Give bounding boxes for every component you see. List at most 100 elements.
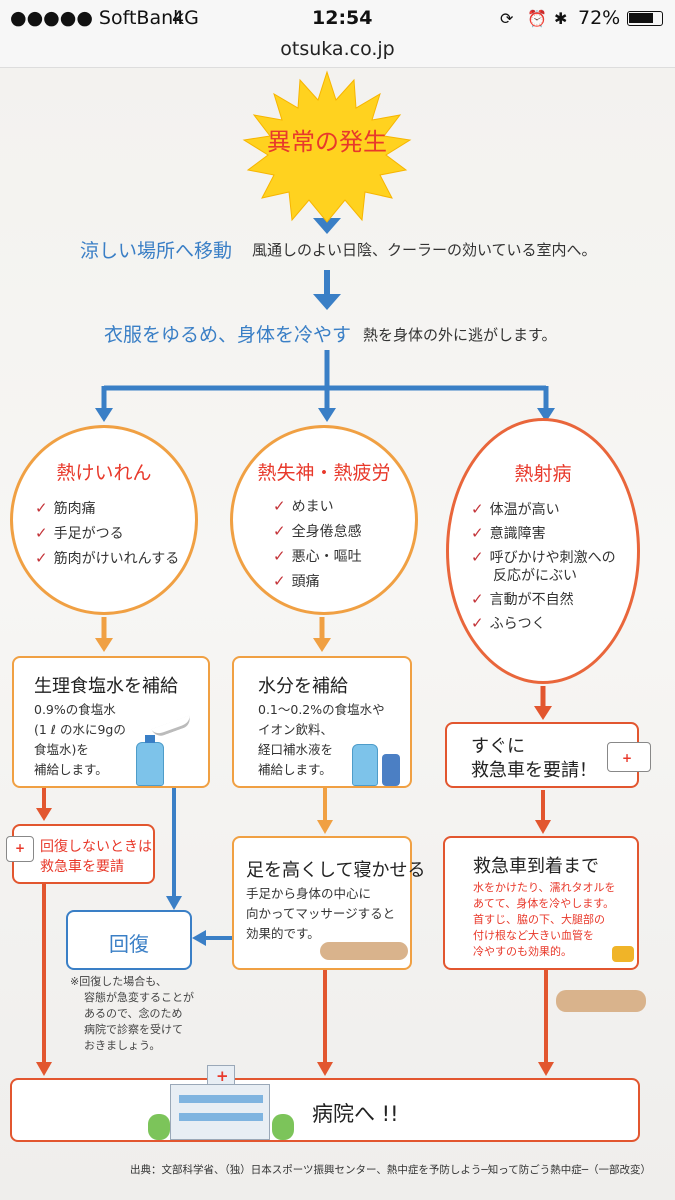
elevate-legs-line: 効果的です。 [246, 926, 320, 941]
heat-stroke-title: 熱射病 [514, 463, 572, 485]
hydration-box: 水分を補給 0.1〜0.2%の食塩水や イオン飲料、 経口補水液を 補給します。 [232, 656, 412, 788]
recovery-note-line: 病院で診察を受けて [84, 1023, 183, 1036]
symptom-item: ✓手足がつる [35, 524, 124, 542]
symptom-item: ✓意識障害 [471, 524, 546, 542]
fallback-line: 救急車を要請 [40, 859, 124, 875]
ambulance-icon: + [607, 742, 651, 772]
check-icon: ✓ [273, 547, 286, 565]
elevate-legs-title: 足を高くして寝かせる [246, 860, 426, 881]
water-bottle-icon [352, 744, 378, 786]
check-icon: ✓ [273, 572, 286, 590]
tree-icon [272, 1114, 294, 1140]
hospital-label: 病院へ !! [312, 1102, 399, 1126]
until-ambulance-line: 付け根など大きい血管を [473, 929, 594, 942]
heat-stroke-circle: 熱射病 ✓体温が高い ✓意識障害 ✓呼びかけや刺激への 反応がにぶい ✓言動が不… [446, 418, 640, 684]
heat-exhaustion-title: 熱失神・熱疲労 [257, 462, 391, 484]
call-ambulance-line: すぐに [471, 736, 525, 757]
saline-box: 生理食塩水を補給 0.9%の食塩水 (1 ℓ の水に9gの 食塩水)を 補給しま… [12, 656, 210, 788]
start-event-label: 異常の発生 [267, 128, 387, 156]
until-ambulance-box: 救急車到着まで 水をかけたり、濡れタオルを あてて、身体を冷やします。 首すじ、… [443, 836, 639, 970]
water-bottle-icon [136, 735, 164, 786]
until-ambulance-line: 首すじ、脇の下、大腿部の [473, 913, 605, 926]
recovery-note-line: 容態が急変することが [84, 991, 194, 1004]
saline-line: 0.9%の食塩水 [34, 702, 116, 717]
saline-line: 補給します。 [34, 762, 108, 777]
battery-percent: 72% [578, 7, 621, 29]
tree-icon [148, 1114, 170, 1140]
status-bar: ●●●●● SoftBank 4G 12:54 ⟳ ⏰ ✱ 72% [0, 0, 675, 36]
recovery-note-line: おきましょう。 [84, 1039, 161, 1052]
step2-title: 衣服をゆるめ、身体を冷やす [104, 324, 352, 346]
symptom-item: ✓頭痛 [273, 572, 320, 590]
drink-bottle-icon [382, 754, 400, 786]
source-citation: 出典：文部科学省、（独）日本スポーツ振興センター、熱中症を予防しよう─知って防ご… [130, 1164, 652, 1176]
check-icon: ✓ [471, 590, 484, 608]
step1-title: 涼しい場所へ移動 [80, 240, 233, 262]
fallback-line: 回復しないときは [40, 839, 152, 855]
check-icon: ✓ [273, 522, 286, 540]
hydration-line: 0.1〜0.2%の食塩水や [258, 702, 385, 717]
symptom-item: ✓めまい [273, 497, 334, 515]
hospital-building-icon: + [170, 1065, 270, 1140]
check-icon: ✓ [471, 500, 484, 518]
hydration-line: イオン飲料、 [258, 722, 334, 737]
alarm-icon: ⏰ [527, 9, 547, 28]
recovery-note-line: ※回復した場合も、 [70, 975, 167, 988]
symptom-item: ✓筋肉痛 [35, 499, 96, 517]
watering-can-icon [612, 946, 634, 962]
carrier-label: ●●●●● SoftBank [10, 7, 185, 29]
hydration-title: 水分を補給 [258, 676, 348, 697]
check-icon: ✓ [35, 524, 48, 542]
arrow-down-icon [313, 218, 341, 234]
saline-title: 生理食塩水を補給 [34, 676, 178, 697]
cooling-person-icon [556, 990, 646, 1012]
saline-line: (1 ℓ の水に9gの [34, 722, 126, 737]
symptom-item: ✓悪心・嘔吐 [273, 547, 362, 565]
heat-cramps-circle: 熱けいれん ✓筋肉痛 ✓手足がつる ✓筋肉がけいれんする [10, 425, 198, 615]
spoon-icon [151, 715, 193, 739]
check-icon: ✓ [273, 497, 286, 515]
step2-desc: 熱を身体の外に逃がします。 [363, 326, 557, 344]
hydration-line: 補給します。 [258, 762, 332, 777]
fallback-box: + 回復しないときは 救急車を要請 [6, 824, 155, 884]
recovery-label: 回復 [109, 932, 149, 956]
heat-cramps-title: 熱けいれん [56, 462, 152, 484]
step1-desc: 風通しのよい日陰、クーラーの効いている室内へ。 [252, 241, 597, 259]
rotation-lock-icon: ⟳ [500, 9, 514, 28]
heat-exhaustion-circle: 熱失神・熱疲労 ✓めまい ✓全身倦怠感 ✓悪心・嘔吐 ✓頭痛 [230, 425, 418, 615]
elevate-legs-line: 手足から身体の中心に [246, 886, 372, 901]
symptom-item-cont: 反応がにぶい [493, 568, 577, 584]
until-ambulance-title: 救急車到着まで [473, 856, 599, 877]
network-label: 4G [172, 7, 199, 29]
check-icon: ✓ [471, 548, 484, 566]
symptom-item: ✓筋肉がけいれんする [35, 549, 180, 567]
battery-icon [627, 11, 663, 26]
until-ambulance-line: あてて、身体を冷やします。 [473, 897, 615, 910]
check-icon: ✓ [35, 499, 48, 517]
hospital-box: 病院へ !! [10, 1078, 640, 1142]
ambulance-icon: + [6, 836, 34, 862]
url-bar[interactable]: otsuka.co.jp [0, 36, 675, 68]
check-icon: ✓ [471, 614, 484, 632]
until-ambulance-line: 水をかけたり、濡れタオルを [473, 881, 616, 894]
bluetooth-icon: ✱ [554, 9, 568, 28]
symptom-item: ✓全身倦怠感 [273, 522, 362, 540]
resting-person-icon [320, 942, 408, 960]
hydration-line: 経口補水液を [258, 742, 334, 757]
clock: 12:54 [312, 7, 373, 29]
saline-line: 食塩水)を [34, 742, 89, 757]
call-ambulance-line: 救急車を要請！ [471, 760, 597, 781]
url-text: otsuka.co.jp [280, 38, 395, 60]
elevate-legs-box: 足を高くして寝かせる 手足から身体の中心に 向かってマッサージすると 効果的です… [232, 836, 425, 970]
symptom-item: ✓体温が高い [471, 500, 560, 518]
until-ambulance-line: 冷やすのも効果的。 [473, 945, 572, 958]
recovery-box: 回復 [66, 910, 192, 970]
symptom-item: ✓呼びかけや刺激への [471, 548, 616, 566]
check-icon: ✓ [471, 524, 484, 542]
check-icon: ✓ [35, 549, 48, 567]
symptom-item: ✓ふらつく [471, 614, 546, 632]
elevate-legs-line: 向かってマッサージすると [246, 906, 396, 921]
call-ambulance-box: すぐに 救急車を要請！ + [445, 722, 651, 788]
recovery-note-line: あるので、念のため [84, 1007, 183, 1020]
